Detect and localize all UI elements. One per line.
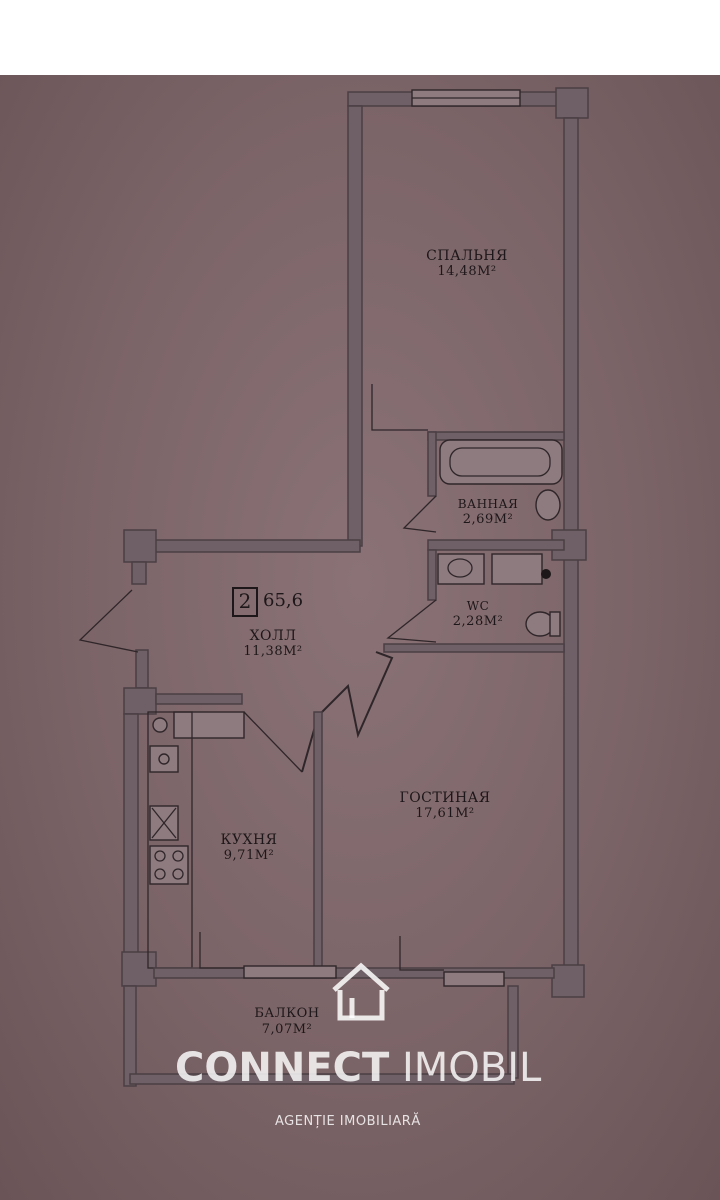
washer-wc: [491, 553, 543, 585]
wall-hall-left-stub: [131, 561, 147, 585]
sink-bath: [535, 489, 561, 521]
total-area: 65,6: [263, 590, 304, 611]
top-margin: [0, 0, 720, 75]
room-label-wc: WC 2,28М²: [446, 598, 510, 630]
room-name: БАЛКОН: [254, 1006, 320, 1021]
door-bedroom: [371, 384, 428, 431]
room-name: КУХНЯ: [220, 832, 278, 848]
door-entry: [78, 589, 139, 653]
pillar-hall-nw: [123, 529, 157, 563]
rooms-count-badge: 2: [232, 587, 258, 617]
room-label-living: ГОСТИНАЯ 17,61М²: [378, 790, 512, 822]
kitchen-unit-top: [173, 711, 245, 739]
watermark-tagline: AGENȚIE IMOBILIARĂ: [275, 1114, 421, 1129]
wall-kitchen-living: [313, 711, 323, 971]
room-area: 9,71М²: [223, 848, 275, 863]
pillar-bedroom-ne: [555, 87, 589, 119]
wall-kitchen-left: [123, 713, 139, 985]
room-label-bathroom: ВАННАЯ 2,69М²: [440, 496, 536, 528]
wall-bath-top: [427, 431, 565, 441]
door-wc: [386, 599, 437, 643]
wall-wc-bottom: [383, 643, 565, 653]
room-label-kitchen: КУХНЯ 9,71М²: [204, 832, 294, 864]
room-area: 14,48М²: [437, 264, 497, 279]
door-bathroom: [402, 495, 437, 533]
wall-bath-left: [427, 431, 437, 497]
room-area: 11,38М²: [243, 644, 303, 659]
room-label-bedroom: СПАЛЬНЯ 14,48М²: [402, 248, 532, 280]
room-name: СПАЛЬНЯ: [426, 248, 508, 264]
room-name: ХОЛЛ: [249, 628, 297, 644]
room-area: 2,69М²: [462, 512, 514, 527]
kitchen-appliance: [152, 717, 168, 733]
wall-wc-left: [427, 549, 437, 601]
wall-hall-top: [151, 539, 361, 553]
house-logo-icon: [332, 962, 390, 1021]
room-area: 2,28М²: [452, 614, 504, 629]
kitchen-hob: [149, 845, 189, 885]
window-living: [443, 971, 505, 987]
wall-bath-wc: [427, 539, 565, 551]
watermark-brand-bold: CONNECT: [175, 1045, 390, 1091]
window-kitchen: [243, 965, 337, 979]
door-kitchen: [243, 711, 303, 773]
room-area: 17,61М²: [415, 806, 475, 821]
watermark-brand-light: IMOBIL: [389, 1045, 542, 1091]
wall-bedroom-left: [347, 105, 363, 547]
room-label-balcony: БАЛКОН 7,07М²: [244, 1006, 330, 1038]
wall-kitchen-top: [155, 693, 243, 705]
door-balcony-living: [399, 936, 444, 971]
pillar-right-bottom: [551, 964, 585, 998]
room-name: ГОСТИНАЯ: [399, 790, 491, 806]
room-name: ВАННАЯ: [457, 497, 519, 511]
watermark-brand: CONNECT IMOBIL: [175, 1046, 555, 1090]
room-name: WC: [466, 599, 490, 613]
room-area: 7,07М²: [261, 1022, 313, 1037]
bathtub: [439, 439, 563, 485]
wall-hall-left-lower: [135, 649, 149, 689]
door-balcony-kitchen: [199, 932, 244, 969]
wall-balcony-bottom: [129, 1073, 515, 1085]
wall-balcony-left: [123, 985, 137, 1087]
room-label-hall: ХОЛЛ 11,38М²: [218, 628, 328, 660]
pillar-kitchen-sw: [121, 951, 157, 987]
pillar-kitchen-nw: [123, 687, 157, 715]
